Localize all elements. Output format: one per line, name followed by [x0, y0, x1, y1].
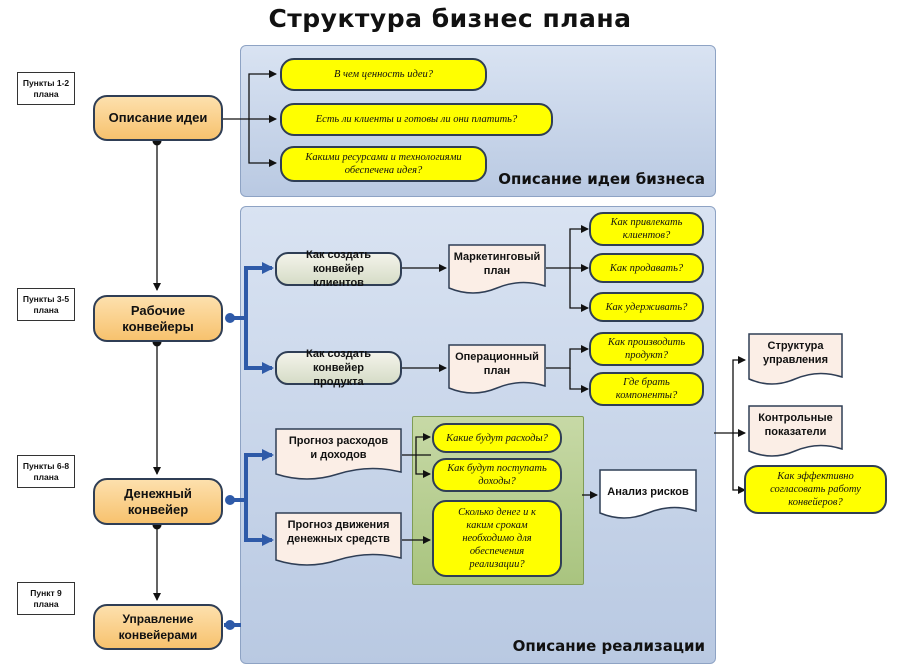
document-shape-icon	[275, 512, 402, 566]
question-resources: Какими ресурсами и технологиями обеспече…	[280, 146, 487, 182]
node-conveyor-management: Управление конвейерами	[93, 604, 223, 650]
node-money-conveyor: Денежный конвейер	[93, 478, 223, 525]
operational-plan-label: Операционный план	[455, 351, 539, 377]
document-shape-icon	[448, 344, 546, 394]
doc-marketing-plan: Маркетинговый план	[448, 244, 546, 296]
question-expenses: Какие будут расходы?	[432, 423, 562, 453]
question-how-retain: Как удерживать?	[589, 292, 704, 322]
question-income: Как будут поступать доходы?	[432, 458, 562, 492]
panel-idea-title: Описание идеи бизнеса	[498, 170, 705, 188]
question-produce-product: Как производить продукт?	[589, 332, 704, 366]
plan-items-label-1: Пункты 1-2 плана	[17, 72, 75, 105]
question-attract-clients: Как привлекать клиентов?	[589, 212, 704, 246]
plan-items-label-2: Пункты 3-5 плана	[17, 288, 75, 321]
cashflow-forecast-label: Прогноз движения денежных средств	[287, 519, 390, 545]
doc-income-expense-forecast: Прогноз расходов и доходов	[275, 428, 402, 482]
plan-items-label-3: Пункты 6-8 плана	[17, 455, 75, 488]
question-money-terms: Сколько денег и к каким срокам необходим…	[432, 500, 562, 577]
control-indicators-label: Контрольные показатели	[758, 412, 833, 438]
question-get-components: Где брать компоненты?	[589, 372, 704, 406]
document-shape-icon	[748, 333, 843, 385]
risk-analysis-label: Анализ рисков	[607, 486, 689, 498]
management-structure-label: Структура управления	[762, 340, 828, 366]
doc-cashflow-forecast: Прогноз движения денежных средств	[275, 512, 402, 568]
question-coordinate-conveyors: Как эффективно согласовать работу конвей…	[744, 465, 887, 514]
doc-operational-plan: Операционный план	[448, 344, 546, 396]
doc-risk-analysis: Анализ рисков	[599, 469, 697, 521]
document-shape-icon	[748, 405, 843, 457]
document-shape-icon	[275, 428, 402, 480]
node-product-conveyor: Как создать конвейер продукта	[275, 348, 402, 388]
income-expense-forecast-label: Прогноз расходов и доходов	[288, 435, 389, 461]
marketing-plan-label: Маркетинговый план	[453, 251, 541, 277]
node-idea-description: Описание идеи	[93, 95, 223, 141]
document-shape-icon	[448, 244, 546, 294]
panel-implementation-title: Описание реализации	[512, 637, 705, 655]
question-clients-pay: Есть ли клиенты и готовы ли они платить?	[280, 103, 553, 136]
node-working-conveyors: Рабочие конвейеры	[93, 295, 223, 342]
document-shape-icon	[599, 469, 697, 519]
doc-management-structure: Структура управления	[748, 333, 843, 387]
question-idea-value: В чем ценность идеи?	[280, 58, 487, 91]
doc-control-indicators: Контрольные показатели	[748, 405, 843, 459]
plan-items-label-4: Пункт 9 плана	[17, 582, 75, 615]
node-client-conveyor: Как создать конвейер клиентов	[275, 249, 402, 289]
question-how-sell: Как продавать?	[589, 253, 704, 283]
page-title: Структура бизнес плана	[268, 4, 632, 33]
